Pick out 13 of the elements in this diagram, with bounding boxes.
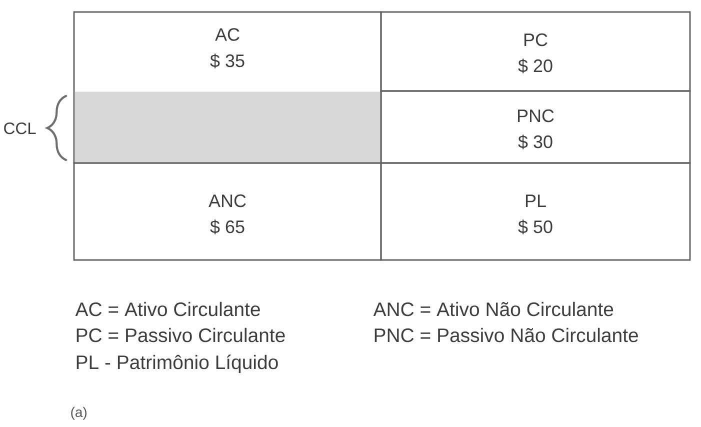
legend-text: AC = Ativo Circulante	[75, 302, 260, 316]
table-cell: PC $ 20	[380, 11, 691, 92]
table-cell: PL $ 50	[380, 162, 691, 261]
shaded-band	[74, 92, 380, 162]
table-cell: AC $ 35	[73, 11, 382, 164]
figure-label: (a)	[71, 406, 86, 420]
bracket-label: CCL	[4, 122, 36, 134]
legend-text: ANC = Ativo Não Circulante	[373, 302, 614, 316]
legend-text: PC = Passivo Circulante	[76, 328, 285, 342]
legend-text: PL - Patrimônio Líquido	[76, 354, 278, 374]
table-cell: PNC $ 30	[380, 90, 691, 164]
legend-text: PNC = Passivo Não Circulante	[374, 328, 638, 342]
table-cell: ANC $ 65	[73, 162, 382, 261]
